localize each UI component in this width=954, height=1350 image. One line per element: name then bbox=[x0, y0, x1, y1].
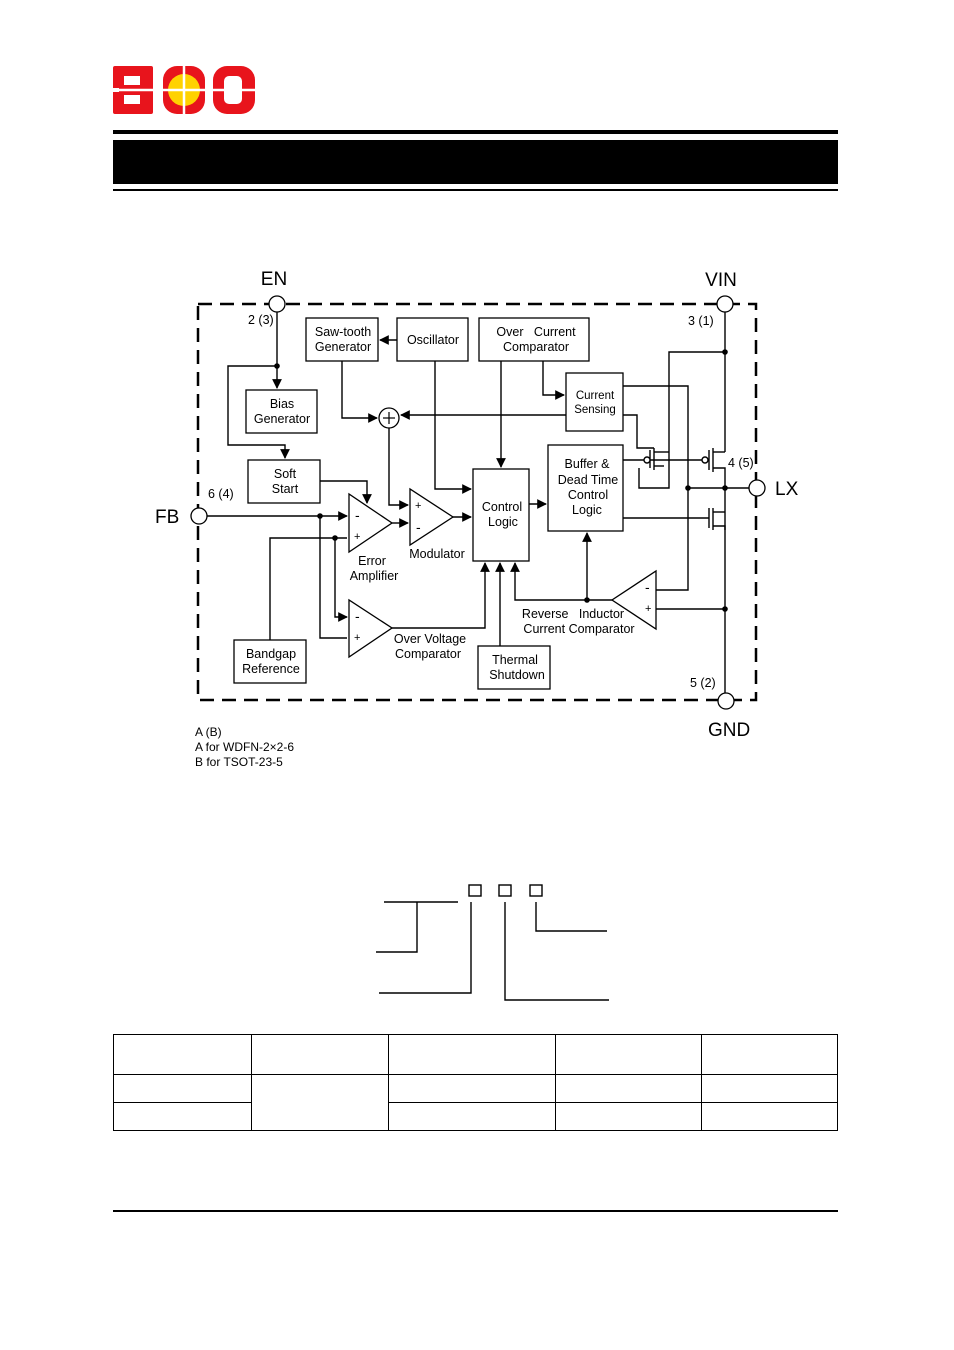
error-amplifier-symbol bbox=[348, 492, 394, 554]
package-note-3: B for TSOT-23-5 bbox=[195, 755, 283, 769]
ovc-minus: - bbox=[355, 608, 360, 624]
code-box-1 bbox=[468, 884, 482, 897]
buffer-label-4: Logic bbox=[572, 503, 602, 517]
code-box-3 bbox=[529, 884, 543, 897]
modulator-symbol bbox=[409, 487, 455, 547]
table-cell bbox=[250, 1034, 390, 1075]
table-cell bbox=[701, 1034, 838, 1075]
reverse-label-1: Reverse Inductor bbox=[522, 607, 624, 621]
sawtooth-label-2: Generator bbox=[315, 340, 371, 354]
buffer-label-3: Control bbox=[568, 488, 608, 502]
en-pin-number: 2 (3) bbox=[248, 313, 274, 327]
en-pin-label: EN bbox=[261, 269, 287, 290]
bias-generator-block bbox=[245, 389, 318, 434]
over-voltage-comparator-symbol bbox=[348, 598, 394, 659]
package-note-1: A (B) bbox=[195, 725, 222, 739]
ordering-code-diagram bbox=[376, 884, 609, 1001]
table-row bbox=[113, 1074, 838, 1131]
lx-pin bbox=[748, 479, 766, 497]
rcc-plus: + bbox=[645, 603, 651, 615]
soft-start-label-2: Start bbox=[272, 482, 299, 496]
table-cell bbox=[250, 1074, 390, 1131]
error-amp-plus: + bbox=[354, 531, 360, 543]
control-logic-label-1: Control bbox=[482, 500, 522, 514]
gnd-pin-number: 5 (2) bbox=[690, 676, 716, 690]
current-sensing-label-2: Sensing bbox=[574, 404, 616, 416]
table-cell bbox=[388, 1074, 556, 1103]
table-cell bbox=[113, 1102, 252, 1131]
current-sensing-block bbox=[565, 372, 624, 432]
control-logic-block bbox=[472, 468, 530, 562]
modulator-label: Modulator bbox=[409, 547, 465, 561]
table-cell bbox=[113, 1074, 252, 1103]
bcd-logo bbox=[113, 66, 255, 114]
table-row bbox=[113, 1102, 838, 1131]
ovc-label-2: Comparator bbox=[395, 647, 461, 661]
header-rule-thin bbox=[113, 189, 838, 191]
bandgap-label-1: Bandgap bbox=[246, 647, 296, 661]
over-current-label-1: Over Current bbox=[496, 325, 576, 339]
sawtooth-generator-block bbox=[305, 317, 379, 362]
table-cell bbox=[554, 1074, 703, 1103]
modulator-plus: + bbox=[415, 500, 421, 512]
table-cell bbox=[554, 1034, 703, 1075]
title-banner bbox=[113, 140, 838, 184]
gnd-pin-label: GND bbox=[708, 720, 750, 741]
table-cell bbox=[388, 1034, 556, 1075]
sawtooth-label-1: Saw-tooth bbox=[315, 325, 371, 339]
ovc-label-1: Over Voltage bbox=[394, 632, 466, 646]
oscillator-label: Oscillator bbox=[407, 333, 459, 347]
ovc-plus: + bbox=[354, 632, 360, 644]
table-cell bbox=[701, 1074, 838, 1103]
table-cell bbox=[113, 1034, 252, 1075]
package-outline bbox=[196, 302, 758, 702]
fb-pin bbox=[190, 507, 208, 525]
reverse-label-2: Current Comparator bbox=[523, 622, 634, 636]
fb-pin-number: 6 (4) bbox=[208, 487, 234, 501]
en-pin bbox=[268, 295, 286, 313]
bias-label-2: Generator bbox=[254, 412, 310, 426]
table-cell bbox=[701, 1102, 838, 1131]
buffer-label-2: Dead Time bbox=[558, 473, 618, 487]
table-cell bbox=[388, 1102, 556, 1131]
error-amp-minus: - bbox=[355, 507, 360, 523]
functional-block-diagram: EN VIN LX FB GND 2 (3) 3 (1) 4 (5) 6 (4)… bbox=[155, 269, 799, 741]
thermal-label-2: Shutdown bbox=[489, 668, 545, 682]
code-box-2 bbox=[498, 884, 512, 897]
package-note-2: A for WDFN-2×2-6 bbox=[195, 740, 295, 754]
rcc-minus: - bbox=[645, 579, 650, 595]
buffer-label-1: Buffer & bbox=[565, 457, 611, 471]
modulator-minus: - bbox=[416, 519, 421, 535]
reverse-comparator-symbol bbox=[610, 569, 657, 631]
ordering-table bbox=[113, 1034, 838, 1131]
over-current-label-2: Comparator bbox=[503, 340, 569, 354]
table-header-row bbox=[113, 1034, 838, 1075]
bias-label-1: Bias bbox=[270, 397, 294, 411]
bandgap-reference-block bbox=[233, 639, 307, 684]
control-logic-label-2: Logic bbox=[488, 515, 518, 529]
vin-pin-label: VIN bbox=[705, 270, 737, 291]
thermal-label-1: Thermal bbox=[492, 653, 538, 667]
gnd-pin bbox=[717, 692, 735, 710]
fb-pin-label: FB bbox=[155, 507, 179, 528]
vin-pin-number: 3 (1) bbox=[688, 314, 714, 328]
vin-pin bbox=[716, 295, 734, 313]
lx-pin-number: 4 (5) bbox=[728, 456, 754, 470]
current-sensing-label-1: Current bbox=[576, 390, 615, 402]
buffer-dead-time-block bbox=[547, 444, 624, 532]
thermal-shutdown-block bbox=[477, 645, 551, 690]
soft-start-label-1: Soft bbox=[274, 467, 297, 481]
lx-pin-label: LX bbox=[775, 479, 799, 500]
bandgap-label-2: Reference bbox=[242, 662, 300, 676]
error-amp-label-2: Amplifier bbox=[350, 569, 399, 583]
footer-rule bbox=[113, 1210, 838, 1212]
over-current-comparator-block bbox=[478, 317, 590, 362]
table-cell bbox=[554, 1102, 703, 1131]
header-rule bbox=[113, 130, 838, 134]
error-amp-label-1: Error bbox=[358, 554, 386, 568]
